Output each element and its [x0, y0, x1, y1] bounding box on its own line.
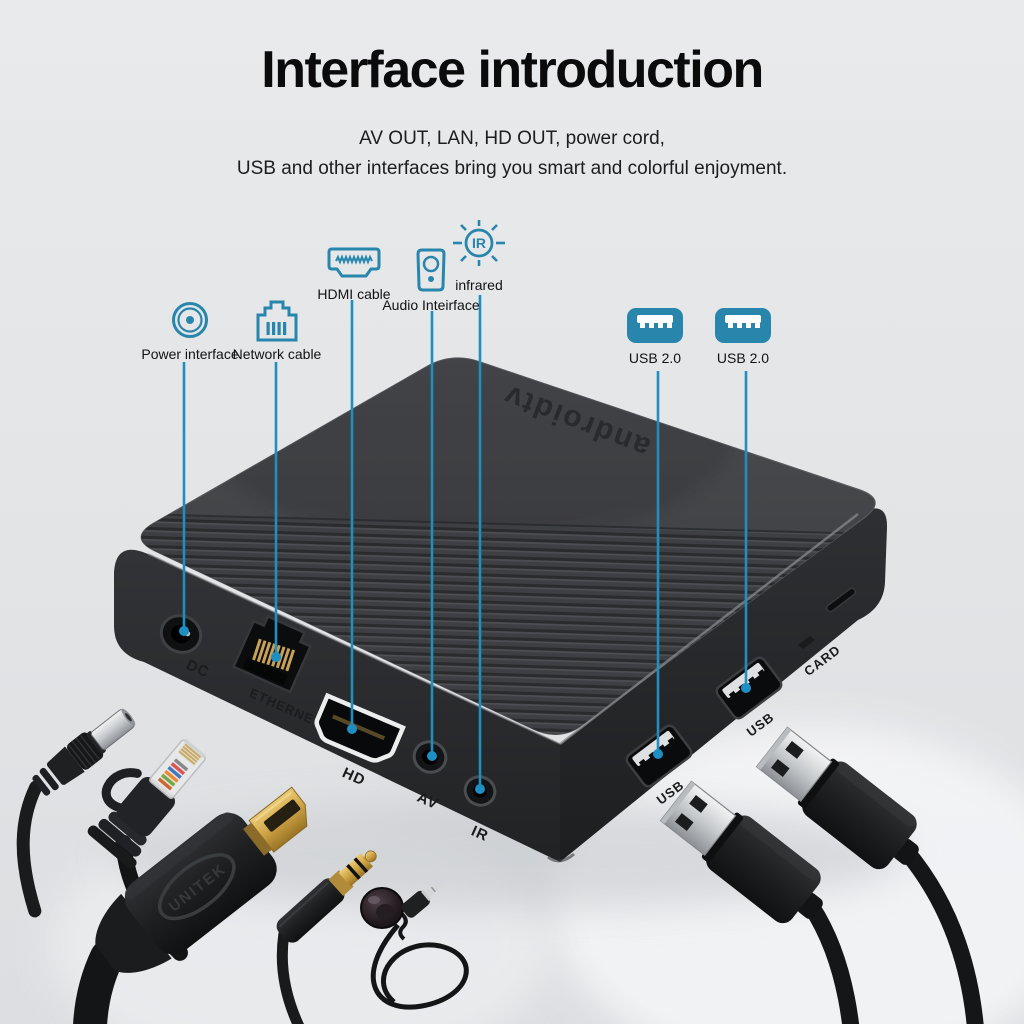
subtitle-line-1: AV OUT, LAN, HD OUT, power cord,	[359, 128, 665, 149]
network-cable-icon	[202, 299, 352, 343]
callout-usb-right	[741, 371, 751, 693]
legend-item-audio: Audio Inteirface	[356, 246, 506, 313]
hdmi-cable-icon	[279, 243, 429, 283]
card-glyph	[798, 636, 815, 649]
usb-icon	[580, 305, 730, 347]
tv-box-device: androidtv DC	[114, 357, 888, 863]
power-cable	[16, 708, 136, 918]
av-audio-cable	[276, 850, 377, 1024]
bottom-corner-edge	[547, 852, 575, 863]
subtitle-line-2: USB and other interfaces bring you smart…	[236, 158, 788, 179]
callout-hdmi	[347, 300, 357, 734]
legend-label: Audio Inteirface	[382, 297, 480, 313]
edge-highlight-left	[147, 553, 561, 745]
header: Interface introduction AV OUT, LAN, HD O…	[0, 40, 1024, 184]
callout-power	[179, 362, 189, 636]
legend-item-hdmi: HDMI cable	[279, 243, 429, 302]
usb-cable-left	[659, 780, 863, 1024]
legend-item-power: Power interface	[115, 297, 265, 362]
legend-label: HDMI cable	[317, 286, 391, 302]
power-interface-icon	[115, 297, 265, 343]
edge-highlight-right	[559, 513, 859, 745]
hd-port-label: HD	[340, 764, 369, 789]
legend-label: infrared	[455, 277, 503, 293]
legend-label: Power interface	[141, 346, 239, 362]
legend-label: USB 2.0	[716, 350, 770, 366]
hdmi-cable: UNITEK	[72, 786, 308, 1024]
legend-item-usb-left: USB 2.0	[580, 305, 730, 366]
callout-usb-left	[653, 371, 663, 759]
infrared-icon: IR	[404, 216, 554, 274]
legend-item-usb-right: USB 2.0	[668, 305, 818, 366]
legend-label: USB 2.0	[628, 350, 682, 366]
svg-text:IR: IR	[472, 235, 486, 251]
usb-icon	[668, 305, 818, 347]
ir-receiver-cable	[360, 881, 469, 1010]
legend-label: Network cable	[232, 346, 322, 362]
callout-infrared	[475, 295, 485, 794]
top-face-sheen	[200, 358, 740, 545]
page-subtitle: AV OUT, LAN, HD OUT, power cord, USB and…	[0, 124, 1024, 184]
page-title: Interface introduction	[261, 41, 764, 99]
usb-cable-right	[755, 726, 986, 1024]
callout-audio	[427, 311, 437, 761]
legend-item-network: Network cable	[202, 299, 352, 362]
audio-interface-icon	[356, 246, 506, 294]
callout-lines	[179, 295, 751, 794]
callout-network	[271, 362, 281, 662]
card-slot	[825, 587, 857, 613]
hdmi-port	[314, 692, 406, 763]
ir-port-label: IR	[469, 823, 491, 845]
legend-item-infrared: IR infrared	[404, 216, 554, 293]
